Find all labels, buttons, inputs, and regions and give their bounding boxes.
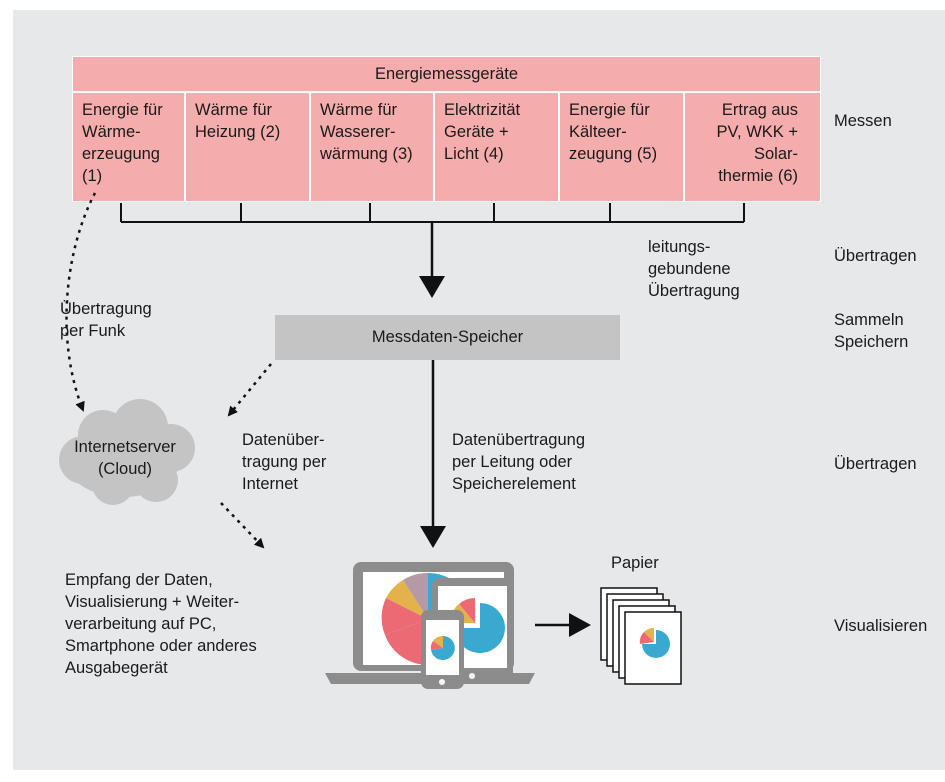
meter-heat-generation: Energie für Wärme- erzeugung (1) (73, 93, 184, 201)
step-collect-line-1: Sammeln (834, 311, 904, 329)
step-measure: Messen (834, 112, 892, 130)
meter-6-line-4: thermie (6) (718, 167, 798, 185)
receiver-label-line-2: Visualisierung + Weiter- (65, 593, 240, 611)
step-collect-line-2: Speichern (834, 333, 909, 351)
receiver-label: Empfang der Daten, Visualisierung + Weit… (65, 569, 257, 679)
meter-6-line-2: PV, WKK + (716, 123, 798, 141)
meter-yield: Ertrag aus PV, WKK + Solar- thermie (6) (683, 93, 820, 201)
meter-water-heating: Wärme für Wasserer- wärmung (3) (309, 93, 433, 201)
meter-6-line-1: Ertrag aus (721, 101, 798, 119)
radio-transmission-arrow (65, 192, 97, 412)
wired-label-line-1: leitungs- (648, 238, 711, 256)
line-transfer-line-2: per Leitung oder (452, 453, 573, 471)
energy-meters-box: Energiemessgeräte Energie für Wärme- erz… (72, 56, 821, 202)
meter-1-line-3: erzeugung (1) (82, 145, 160, 185)
wired-transmission-label: leitungs- gebundene Übertragung (648, 236, 740, 302)
internet-label-line-2: tragung per (242, 453, 327, 471)
cloud-to-receiver-arrow (220, 502, 265, 549)
cloud-label-line-1: Internetserver (74, 438, 176, 456)
meter-2-line-1: Wärme für (195, 101, 273, 119)
wired-label-line-2: gebundene (648, 260, 731, 278)
step-collect-store: Sammeln Speichern (834, 309, 908, 353)
storage-to-cloud-arrow (227, 363, 272, 417)
wired-label-line-3: Übertragung (648, 282, 740, 300)
meter-4-line-1: Elektrizität (444, 101, 521, 119)
meter-cooling: Energie für Kälteer- zeugung (5) (558, 93, 683, 201)
storage-to-devices-arrow (420, 350, 446, 548)
paper-stack-icon (600, 587, 682, 685)
meter-3-line-2: Wasserer- (320, 123, 396, 141)
smartphone-icon (421, 610, 464, 689)
meter-4-line-2: Geräte + (444, 123, 509, 141)
cloud-label-line-2: (Cloud) (97, 460, 153, 478)
cloud-shape (59, 399, 195, 505)
meter-electricity: Elektrizität Geräte + Licht (4) (433, 93, 558, 201)
radio-transmission-label: Übertragung per Funk (60, 298, 152, 342)
meter-3-line-1: Wärme für (320, 101, 398, 119)
measurement-data-storage: Messdaten-Speicher (275, 315, 620, 360)
internet-label-line-3: Internet (242, 475, 298, 493)
receiver-label-line-4: Smartphone oder anderes (65, 637, 257, 655)
meter-3-line-3: wärmung (3) (320, 145, 413, 163)
step-visualize: Visualisieren (834, 617, 928, 635)
line-transfer-line-1: Datenübertragung (452, 431, 586, 449)
step-transmit-2: Übertragen (834, 455, 917, 473)
receiver-label-line-5: Ausgabegerät (65, 659, 168, 677)
wired-arrow (419, 222, 445, 298)
cloud-label: Internetserver (Cloud) (65, 436, 185, 480)
meter-2-line-2: Heizung (2) (195, 123, 281, 141)
meter-1-line-1: Energie für (82, 101, 163, 119)
meter-4-line-3: Licht (4) (444, 145, 504, 163)
meter-1-line-2: Wärme- (82, 123, 141, 141)
phone-pie-chart (430, 635, 455, 660)
diagram-canvas: Energiemessgeräte Energie für Wärme- erz… (13, 10, 945, 770)
radio-label-line-1: Übertragung (60, 300, 152, 318)
radio-label-line-2: per Funk (60, 322, 126, 340)
meter-space-heating: Wärme für Heizung (2) (184, 93, 309, 201)
line-transfer-line-3: Speicherelement (452, 475, 576, 493)
meter-5-line-2: Kälteer- (569, 123, 627, 141)
step-transmit-1: Übertragen (834, 247, 917, 265)
devices-to-paper-arrow (535, 613, 591, 637)
meter-5-line-1: Energie für (569, 101, 650, 119)
meter-5-line-3: zeugung (5) (569, 145, 658, 163)
internet-transfer-label: Datenüber- tragung per Internet (242, 429, 326, 495)
line-transfer-label: Datenübertragung per Leitung oder Speich… (452, 429, 585, 495)
receiver-label-line-3: verarbeitung auf PC, (65, 615, 217, 633)
diagram-graphics (59, 192, 745, 689)
paper-pie-chart (639, 627, 670, 658)
paper-label: Papier (611, 554, 659, 572)
internet-label-line-1: Datenüber- (242, 431, 325, 449)
meter-6-line-3: Solar- (753, 145, 798, 163)
wired-bus (120, 203, 745, 223)
energy-meters-title: Energiemessgeräte (73, 57, 820, 93)
receiver-label-line-1: Empfang der Daten, (65, 571, 213, 589)
